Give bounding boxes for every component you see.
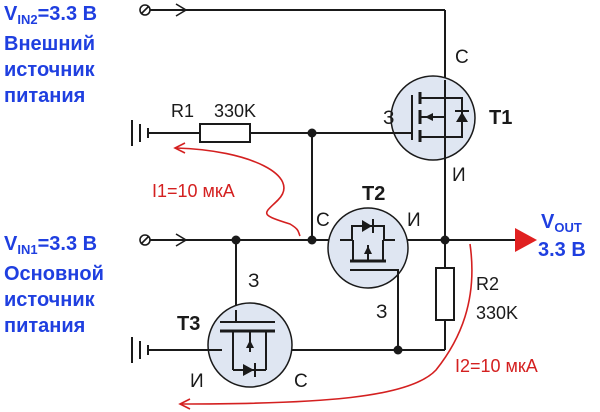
vin1-label: VIN1=3.3 В Основной источник питания (4, 233, 104, 337)
r1-value: 330K (214, 101, 256, 121)
transistor-t2 (327, 207, 409, 350)
r1-branch (131, 120, 412, 240)
t1-drain-label: С (455, 47, 469, 68)
vout-arrow (515, 228, 537, 252)
t1-name: T1 (489, 107, 512, 129)
t1-gate-label: З (383, 108, 394, 129)
vin2-desc-2: источник (4, 59, 96, 81)
vin2-desc-3: питания (4, 85, 85, 107)
vout-value: 3.3 В (538, 239, 586, 261)
vin2-desc-1: Внешний (4, 33, 95, 55)
t2-source-label: И (407, 210, 421, 231)
svg-text:VOUT: VOUT (541, 211, 582, 235)
t2-gate-label: З (376, 302, 387, 323)
r1-name: R1 (171, 101, 194, 121)
r2-value: 330K (476, 303, 518, 323)
vin1-terminal (139, 233, 340, 247)
vout-label: VOUT 3.3 В (538, 211, 586, 261)
resistor-r1 (199, 123, 251, 143)
vin1-desc-3: питания (4, 315, 85, 337)
vin1-desc-2: источник (4, 289, 96, 311)
transistor-t1 (390, 75, 476, 161)
svg-text:VIN1=3.3 В: VIN1=3.3 В (4, 233, 97, 257)
t2-name: T2 (362, 183, 385, 205)
t3-name: T3 (177, 313, 200, 335)
transistor-t3 (207, 240, 293, 388)
t2-drain-label: С (316, 210, 330, 231)
t3-drain-label: С (294, 371, 308, 392)
bottom-ground (131, 337, 445, 363)
r2-branch (435, 240, 455, 350)
vin2-terminal (139, 3, 446, 80)
vin2-label: VIN2=3.3 В Внешний источник питания (4, 3, 97, 107)
t3-source-label: И (190, 371, 204, 392)
current-i2-arrow (178, 243, 473, 410)
current-i2-label: I2=10 мкА (455, 356, 538, 376)
current-i1-label: I1=10 мкА (152, 181, 235, 201)
current-i1-arrow (173, 142, 301, 237)
svg-text:VIN2=3.3 В: VIN2=3.3 В (4, 3, 97, 27)
resistor-r2 (435, 267, 455, 321)
t1-source-label: И (452, 165, 466, 186)
r2-name: R2 (476, 274, 499, 294)
t3-gate-label: З (248, 271, 259, 292)
vin1-desc-1: Основной (4, 263, 104, 285)
